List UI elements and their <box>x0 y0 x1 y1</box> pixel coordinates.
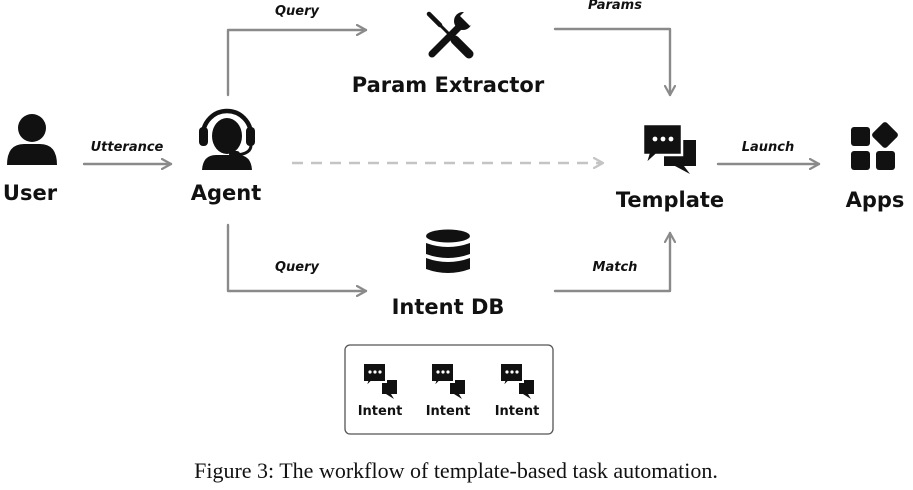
node-label-user: User <box>3 181 58 205</box>
intent-label: Intent <box>495 404 540 419</box>
edge-label-query-top: Query <box>275 4 320 19</box>
node-label-agent: Agent <box>191 181 262 205</box>
arrow-params <box>553 27 670 97</box>
person-icon <box>7 114 57 165</box>
intent-label: Intent <box>426 404 471 419</box>
edge-label-params: Params <box>588 0 642 13</box>
node-label-apps: Apps <box>846 188 905 212</box>
node-label-intent-db: Intent DB <box>392 295 505 319</box>
chat-bubbles-icon <box>430 362 465 399</box>
figure-caption: Figure 3: The workflow of template-based… <box>194 458 718 483</box>
intent-item: Intent <box>358 362 403 419</box>
wrench-screwdriver-icon <box>426 10 476 59</box>
arrow-match <box>553 231 670 293</box>
headset-agent-icon <box>199 108 255 170</box>
edge-label-query-bottom: Query <box>275 260 320 275</box>
edge-label-utterance: Utterance <box>91 140 164 155</box>
intent-label: Intent <box>358 404 403 419</box>
arrow-query-top <box>226 30 368 97</box>
edge-label-match: Match <box>593 260 638 275</box>
arrow-query-bottom <box>226 223 368 291</box>
node-label-param-extractor: Param Extractor <box>352 73 545 97</box>
node-label-template: Template <box>616 188 724 212</box>
intent-item: Intent <box>426 362 471 419</box>
chat-bubbles-icon <box>641 122 696 174</box>
database-icon <box>426 229 470 273</box>
chat-bubbles-icon <box>499 362 534 399</box>
chat-bubbles-icon <box>362 362 397 399</box>
apps-grid-icon <box>851 122 898 170</box>
intent-item: Intent <box>495 362 540 419</box>
edge-label-launch: Launch <box>742 140 795 155</box>
